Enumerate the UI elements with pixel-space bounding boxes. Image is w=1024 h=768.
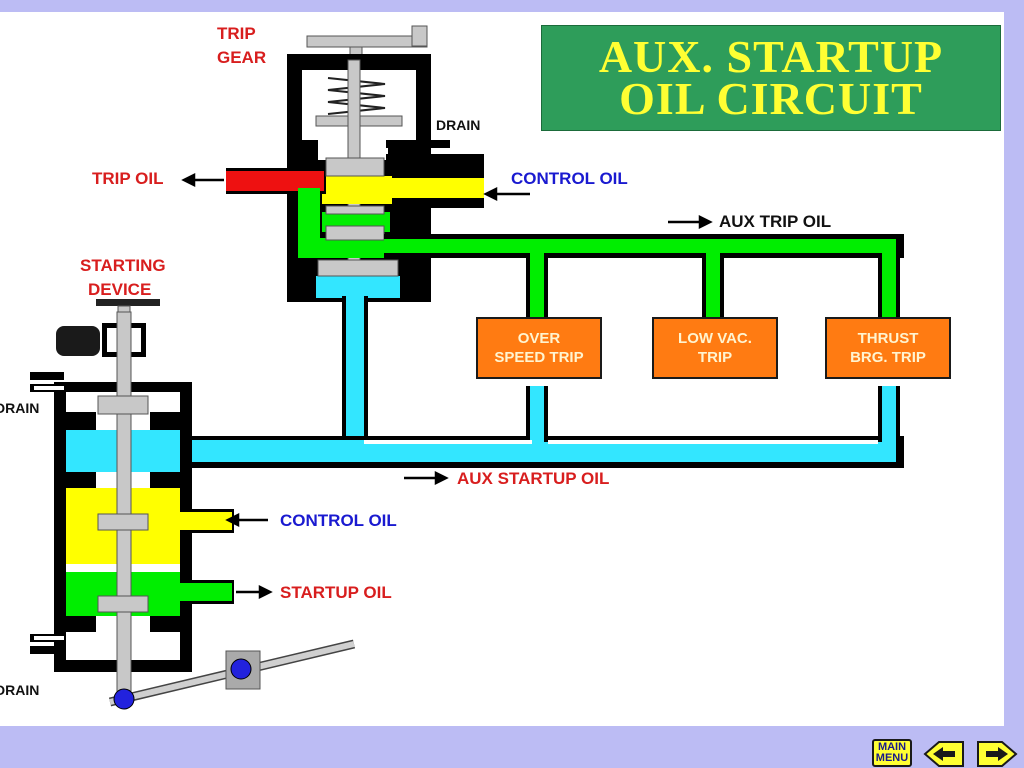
main-menu-label-line-1: MAIN [877, 741, 907, 753]
thrust-brg-trip-line-1: THRUST [857, 330, 919, 347]
overspeed-trip-line-1: OVER [517, 330, 561, 347]
drain-label-left-upper: DRAIN [0, 400, 40, 416]
pivot-icon [230, 658, 252, 680]
trip-gear-valve [226, 25, 484, 302]
spring-icon [327, 77, 386, 115]
aux-trip-oil-label: AUX TRIP OIL [719, 212, 832, 231]
trip-gear-label: TRIP GEAR [217, 22, 266, 70]
low-vac-trip-line-1: LOW VAC. [678, 330, 752, 347]
startup-oil-label: STARTUP OIL [280, 583, 392, 602]
thrust-brg-trip-box: THRUST BRG. TRIP [825, 317, 951, 379]
aux-startup-oil-line [180, 296, 904, 468]
drain-label-left-lower: DRAIN [0, 682, 40, 698]
low-vac-trip-line-2: TRIP [697, 349, 733, 366]
overspeed-trip-line-2: SPEED TRIP [494, 349, 584, 366]
control-oil-label-top: CONTROL OIL [511, 169, 628, 188]
main-menu-label-line-2: MENU [875, 752, 909, 764]
title-line-1: AUX. STARTUP [598, 31, 944, 82]
aux-trip-oil-line [384, 234, 904, 319]
control-oil-label-bottom: CONTROL OIL [280, 511, 397, 530]
title-line-2: OIL CIRCUIT [619, 73, 923, 124]
trip-oil-label: TRIP OIL [92, 169, 164, 188]
right-arrow-icon [977, 740, 1018, 767]
flow-arrows [181, 172, 713, 600]
drain-label-top: DRAIN [436, 117, 481, 133]
slide-canvas: AUX. STARTUP OIL CIRCUIT TRIP GEAR DRAIN… [0, 12, 1004, 726]
low-vac-trip-box: LOW VAC. TRIP [652, 317, 778, 379]
overspeed-trip-box: OVER SPEED TRIP [476, 317, 602, 379]
left-arrow-icon [923, 740, 964, 767]
aux-startup-oil-label: AUX STARTUP OIL [457, 469, 610, 488]
thrust-brg-trip-line-2: BRG. TRIP [850, 349, 926, 366]
oil-circuit-diagram [30, 25, 904, 710]
starting-device-valve [30, 299, 356, 710]
trip-gear-label-line-1: TRIP [217, 24, 256, 43]
title-banner: AUX. STARTUP OIL CIRCUIT [541, 25, 1001, 131]
previous-button[interactable] [923, 739, 965, 768]
starting-device-label-line-1: STARTING [80, 256, 166, 275]
trip-gear-label-line-2: GEAR [217, 48, 267, 67]
next-button[interactable] [976, 739, 1018, 768]
main-menu-button[interactable]: MAIN MENU [872, 739, 912, 767]
pivot-icon [113, 688, 135, 710]
starting-device-label: STARTING DEVICE [80, 254, 166, 302]
starting-device-label-line-2: DEVICE [88, 280, 152, 299]
